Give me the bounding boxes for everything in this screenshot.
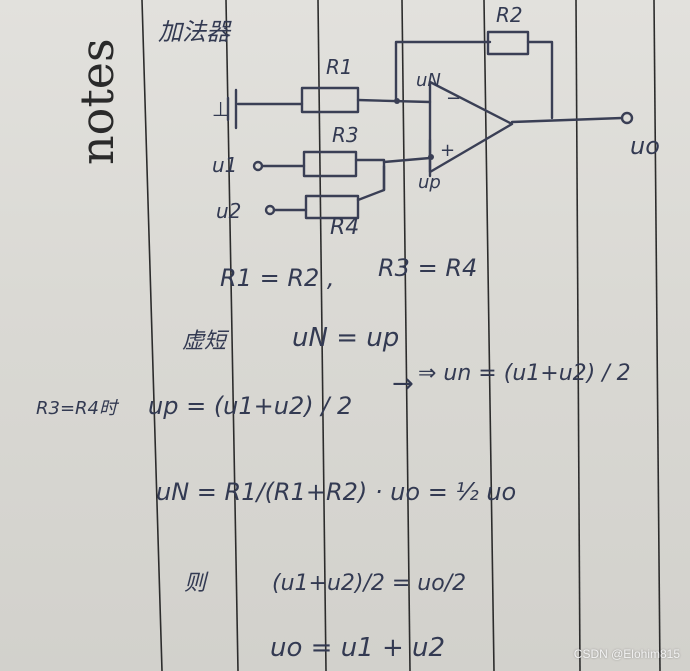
label-minus: − (446, 88, 461, 109)
virtual-short-label: 虚短 (182, 329, 230, 354)
condition-label: R3=R4时 (36, 398, 120, 419)
un-eq: uN = R1/(R1+R2) · uo = ½ uo (156, 478, 516, 506)
final-eq: uo = u1 + u2 (270, 633, 445, 663)
label-r4: R4 (330, 215, 359, 240)
eq-r3-r4: R3 = R4 (378, 254, 477, 282)
opamp-circuit (226, 30, 634, 220)
note-title: 加法器 (158, 18, 232, 46)
implies-un-eq: ⇒ un = (u1+u2) / 2 (418, 361, 631, 386)
virtual-short-eq: uN = up (292, 323, 399, 353)
so-label: 则 (184, 571, 209, 596)
label-uo: uo (630, 132, 660, 160)
label-r2: R2 (496, 3, 523, 27)
label-ground: ⊥ (212, 97, 229, 121)
label-un: uN (416, 70, 441, 91)
label-r3: R3 (332, 123, 359, 147)
equations: R1 = R2 , R3 = R4 虚短 uN = up ⇒ un = (u1+… (36, 254, 631, 663)
label-u1: u1 (212, 153, 237, 177)
so-eq: (u1+u2)/2 = uo/2 (272, 571, 466, 596)
label-r1: R1 (326, 55, 353, 79)
eq-r1-r2: R1 = R2 , (220, 264, 335, 292)
implication-arrow: → (392, 369, 414, 399)
up-eq: up = (u1+u2) / 2 (148, 392, 352, 420)
label-up: up (418, 172, 441, 193)
label-u2: u2 (216, 199, 241, 223)
watermark: CSDN @Elohim815 (573, 647, 680, 661)
label-plus: + (440, 140, 455, 161)
